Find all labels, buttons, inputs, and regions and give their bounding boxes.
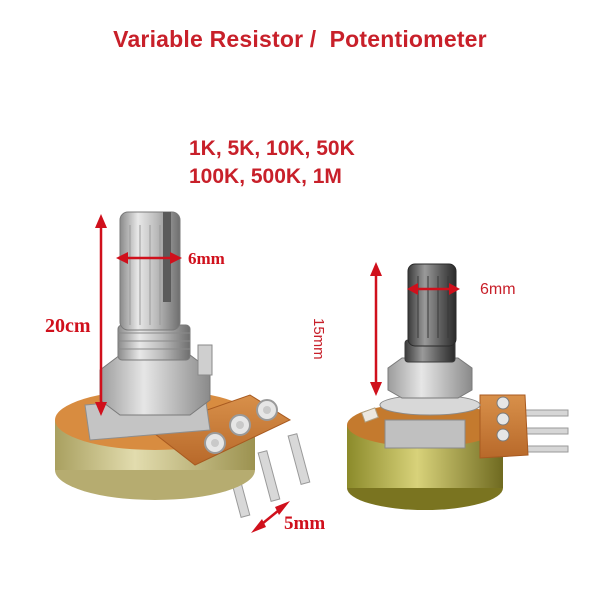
- left-height-arrow: [95, 214, 107, 416]
- right-height-label: 15mm: [310, 318, 327, 360]
- right-height-arrow: [370, 262, 382, 396]
- right-shaft-arrow: [407, 283, 460, 295]
- right-potentiometer: [347, 262, 569, 510]
- resistance-values: 1K, 5K, 10K, 50K 100K, 500K, 1M: [189, 135, 355, 191]
- right-shaft-label: 6mm: [480, 281, 516, 298]
- page-title: Variable Resistor / Potentiometer: [113, 26, 487, 52]
- left-shaft-arrow: [116, 252, 182, 264]
- left-height-label: 20cm: [45, 315, 91, 337]
- left-shaft-label: 6mm: [188, 249, 225, 268]
- left-pin-pitch-arrow: [251, 501, 290, 533]
- left-potentiometer: [55, 211, 311, 533]
- resistance-values-line-1: 1K, 5K, 10K, 50K: [189, 137, 355, 160]
- left-pin-pitch-label: 5mm: [284, 513, 326, 534]
- resistance-values-line-2: 100K, 500K, 1M: [189, 165, 342, 188]
